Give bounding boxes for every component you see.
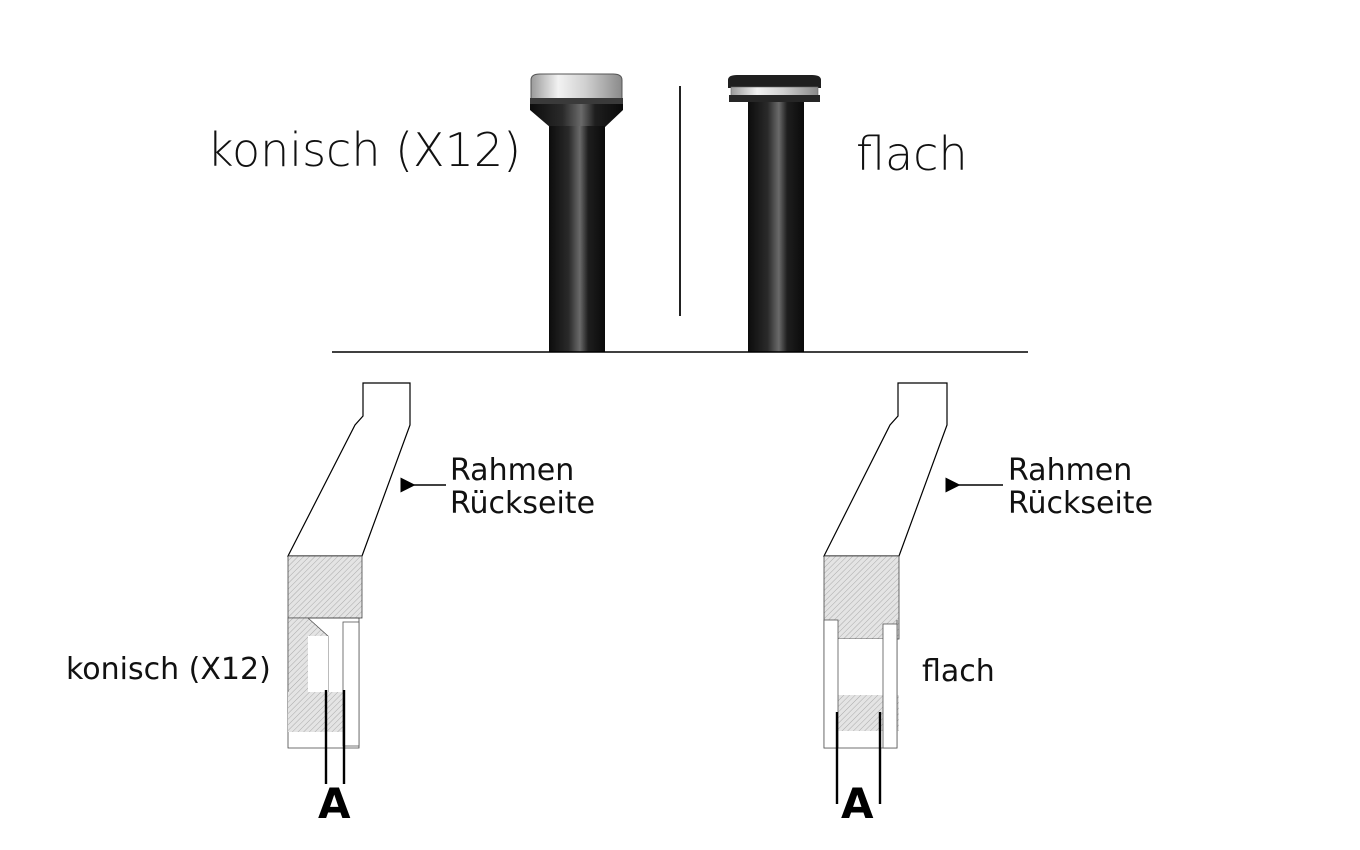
top-right-label: flach <box>856 127 968 181</box>
flat-slot-left <box>823 619 839 749</box>
frame-label-left-1: Rahmen <box>450 453 574 488</box>
axle-conical-cone <box>530 104 623 128</box>
flat-slot-right <box>882 623 898 749</box>
top-left-label: konisch (X12) <box>207 123 521 177</box>
section-flat: Rahmen Rückseite flach A <box>823 382 1153 828</box>
top-comparison: konisch (X12) flach <box>207 73 1028 353</box>
axle-conical-cap-ring <box>530 98 623 104</box>
conical-slot <box>342 621 360 747</box>
axle-flat <box>728 75 821 352</box>
type-label-right: flach <box>922 654 995 689</box>
axle-conical-cap <box>530 73 623 101</box>
flat-bore <box>838 639 883 695</box>
frame-outline-right <box>823 382 948 557</box>
axle-conical <box>530 73 623 352</box>
axle-flat-shaft <box>748 102 804 352</box>
frame-label-right-1: Rahmen <box>1008 453 1132 488</box>
dimension-label-left: A <box>318 779 351 828</box>
axle-flat-cap-band <box>730 86 819 97</box>
axle-conical-shaft <box>549 126 605 352</box>
frame-outline-left <box>287 382 411 557</box>
type-label-left: konisch (X12) <box>66 652 271 687</box>
axle-flat-cap <box>728 75 821 88</box>
frame-label-right-2: Rückseite <box>1008 486 1153 521</box>
section-conical: Rahmen Rückseite konisch (X12) A <box>66 382 595 828</box>
conical-bore <box>308 636 328 692</box>
axle-flat-cap-base <box>729 95 820 102</box>
frame-label-left-2: Rückseite <box>450 486 595 521</box>
dropout-hatch-left <box>287 555 363 619</box>
dimension-label-right: A <box>841 779 874 828</box>
